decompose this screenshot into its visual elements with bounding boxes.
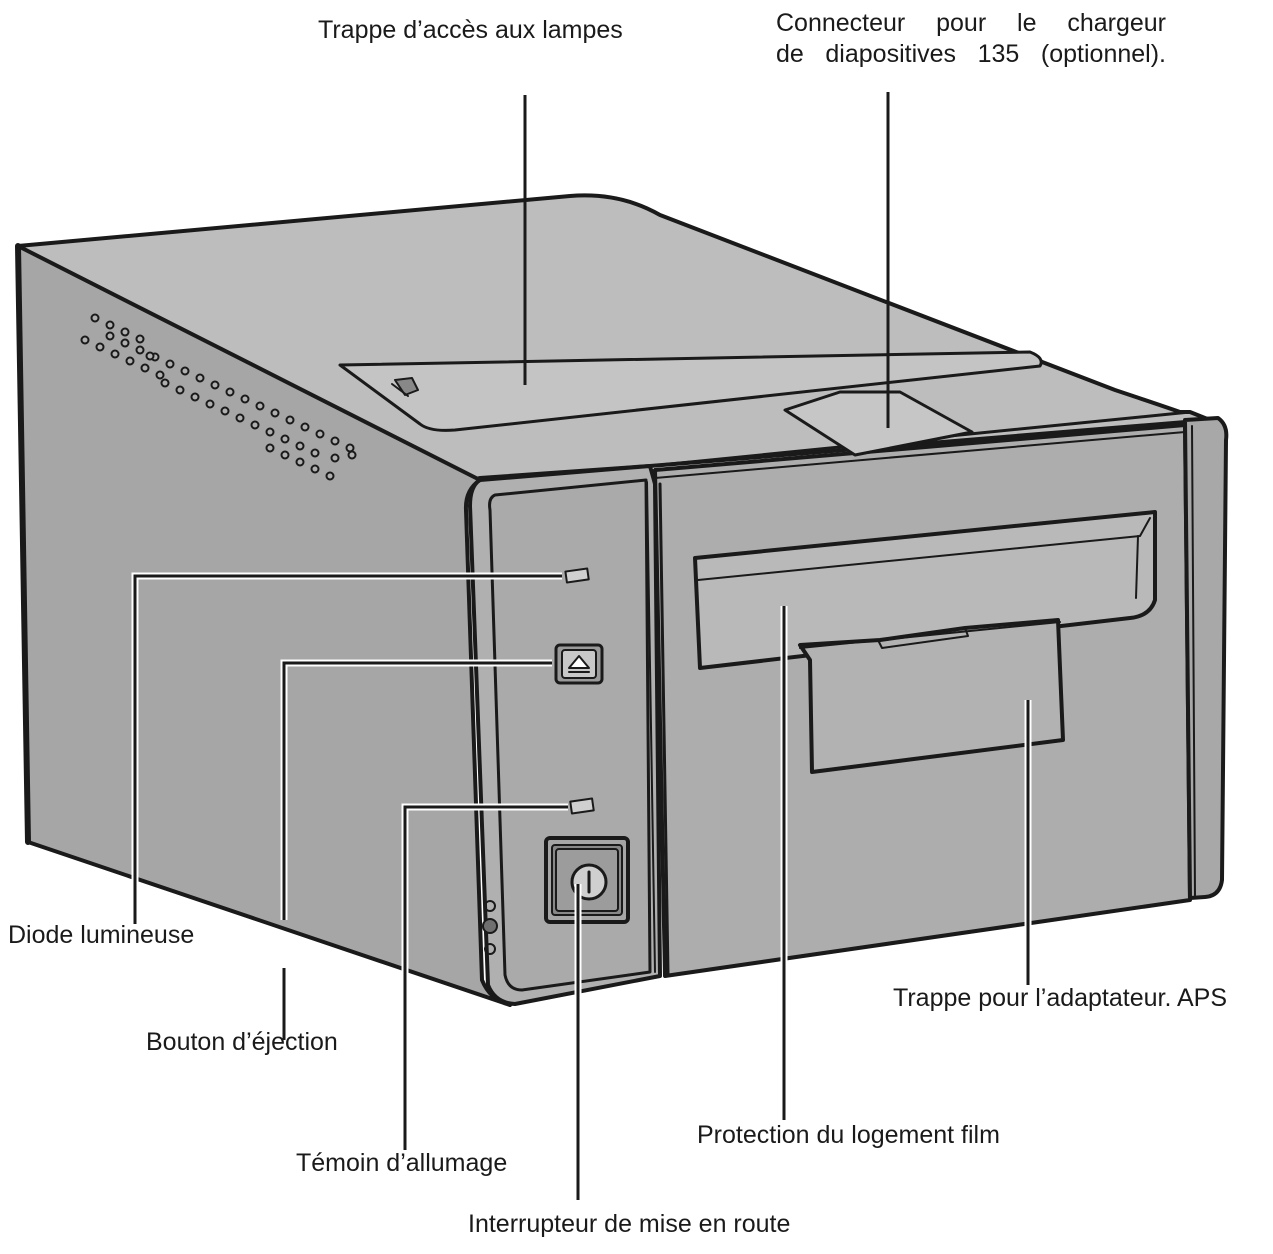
- slide-feeder-connector: [783, 390, 974, 457]
- label-slide-connector-line2: de diapositives 135 (optionnel).: [776, 40, 1166, 69]
- label-led: Diode lumineuse: [8, 921, 195, 949]
- label-aps-door: Trappe pour l’adaptateur. APS: [893, 984, 1228, 1012]
- led-icon: [564, 567, 590, 584]
- front-separator: [658, 482, 670, 976]
- left-side-thickness: [15, 243, 31, 845]
- ventilation-holes: [80, 313, 357, 481]
- label-power-indicator: Témoin d’allumage: [296, 1149, 508, 1177]
- label-eject-button: Bouton d’éjection: [146, 1028, 338, 1056]
- right-end-cap: [1183, 416, 1229, 900]
- label-slide-connector: Connecteur pour le chargeur de diapositi…: [776, 8, 1166, 71]
- film-slot: [693, 510, 1157, 670]
- label-power-switch: Interrupteur de mise en route: [468, 1210, 791, 1238]
- side-connector-icon: [484, 900, 496, 912]
- label-slide-connector-line1: Connecteur pour le chargeur: [776, 9, 1166, 37]
- lamp-door: [338, 350, 1043, 432]
- label-lamp-door: Trappe d’accès aux lampes: [318, 16, 623, 44]
- power-indicator-icon: [569, 797, 595, 815]
- label-film-slot-cover: Protection du logement film: [697, 1121, 1000, 1149]
